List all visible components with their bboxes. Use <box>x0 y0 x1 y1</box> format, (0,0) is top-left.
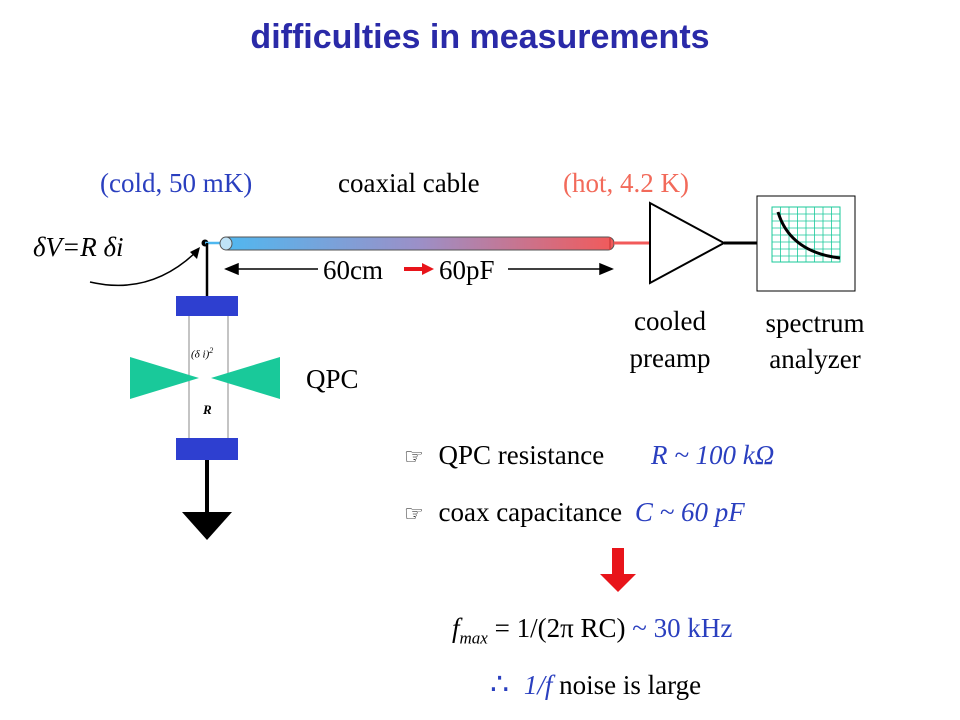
ground-icon <box>182 512 232 540</box>
cold-label: (cold, 50 mK) <box>100 168 253 198</box>
pointing-hand-icon: ☞ <box>404 502 424 527</box>
coaxial-cable <box>219 236 615 251</box>
conversion-arrow-icon <box>404 263 434 275</box>
page-title: difficulties in measurements <box>250 18 710 56</box>
implies-arrow-icon <box>600 548 636 592</box>
dv-label: δV=R δi <box>33 232 124 262</box>
spectrum-analyzer-icon <box>756 195 856 292</box>
right-gate <box>211 357 280 399</box>
conclusion-line: ∴ 1/f noise is large <box>490 667 702 702</box>
pointing-hand-icon: ☞ <box>404 445 424 470</box>
resistor-label: R <box>203 402 212 417</box>
preamp-label-line1: cooled <box>634 306 706 336</box>
left-gate <box>130 357 199 399</box>
noise-source-label: (δ i)2 <box>191 346 214 361</box>
length-dimension-arrow <box>224 262 614 276</box>
fmax-formula: fmax = 1/(2π RC) ~ 30 kHz <box>452 613 733 648</box>
dv-arrowhead <box>190 247 200 259</box>
analyzer-label-line2: analyzer <box>769 344 861 374</box>
hot-label: (hot, 4.2 K) <box>563 168 689 198</box>
length-label: 60cm <box>323 255 383 285</box>
bullet-coax-capacitance: ☞ coax capacitance C ~ 60 pF <box>404 497 745 527</box>
top-electrode <box>176 296 238 316</box>
cable-label: coaxial cable <box>338 168 480 198</box>
bottom-electrode <box>176 438 238 460</box>
capacitance-label: 60pF <box>439 255 495 285</box>
preamp-triangle <box>649 201 727 285</box>
bullet-qpc-resistance: ☞ QPC resistance R ~ 100 kΩ <box>404 440 775 470</box>
dv-pointer-arrow <box>89 251 197 287</box>
qpc-label: QPC <box>306 364 359 394</box>
analyzer-label-line1: spectrum <box>765 308 865 338</box>
preamp-label-line2: preamp <box>629 343 711 373</box>
